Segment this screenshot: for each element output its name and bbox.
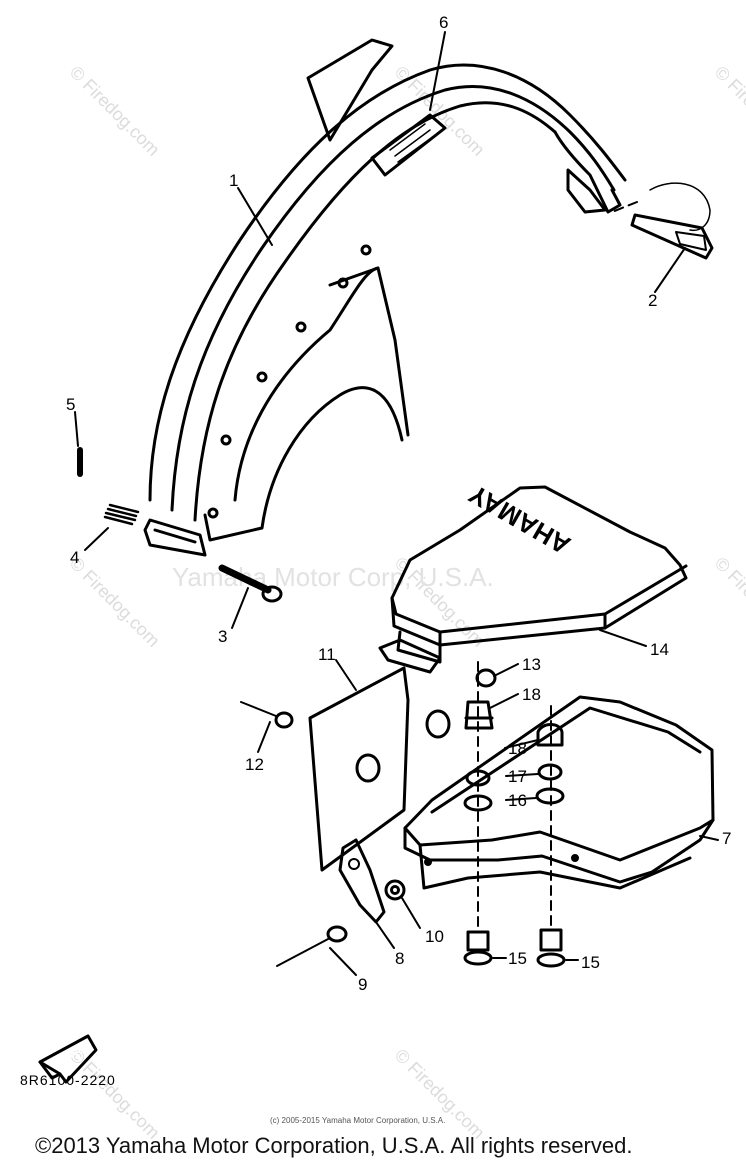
box-lid-part [378, 485, 688, 674]
callout-14: 14 [650, 640, 669, 659]
bolt-part [218, 564, 283, 603]
callout-8: 8 [395, 949, 404, 968]
fine-print: (c) 2005-2015 Yamaha Motor Corporation, … [270, 1116, 446, 1125]
leader-line-9 [329, 947, 357, 976]
callout-5: 5 [66, 395, 75, 414]
leader-line-7 [699, 835, 719, 841]
callout-15a: 15 [508, 949, 527, 968]
leader-line-12 [257, 721, 271, 753]
box-lid-logo: YAMAHA [464, 479, 576, 561]
leader-line-1 [237, 187, 273, 246]
callout-18b: 18 [508, 739, 527, 758]
leader-line-3 [231, 587, 249, 629]
callout-9: 9 [358, 975, 367, 994]
callout-2: 2 [648, 291, 657, 310]
part-code: 8R6100-2220 [20, 1072, 116, 1088]
leader-line-2 [654, 247, 686, 293]
leader-line-16 [505, 797, 537, 801]
box-base-part [403, 695, 715, 890]
copyright-notice: ©2013 Yamaha Motor Corporation, U.S.A. A… [35, 1133, 633, 1158]
leader-line-6 [429, 31, 446, 111]
alignment-lines [477, 201, 638, 933]
callout-10: 10 [425, 927, 444, 946]
bolt-part-15 [463, 928, 566, 968]
leader-line-10 [401, 897, 421, 929]
rivet-part [276, 925, 348, 967]
nut-part-13 [475, 668, 497, 688]
side-plate-part [308, 666, 410, 872]
rear-fender-part [143, 38, 627, 557]
forward-arrow-icon [38, 1034, 98, 1084]
callout-18a: 18 [522, 685, 541, 704]
callout-12: 12 [245, 755, 264, 774]
leader-line-11 [335, 659, 357, 691]
stay-bracket-part [338, 838, 386, 924]
leader-line-4 [84, 527, 109, 551]
washer-part [384, 879, 406, 901]
spring-part [103, 503, 140, 526]
callout-15b: 15 [581, 953, 600, 972]
leader-line-5 [74, 411, 79, 447]
callout-1: 1 [229, 171, 238, 190]
leader-line-14 [599, 629, 647, 647]
leader-line-13 [493, 663, 519, 677]
clip-part [630, 182, 714, 260]
washer-part-17 [537, 763, 563, 781]
cap-nut-part-18 [464, 700, 494, 730]
grommet-part [355, 753, 381, 783]
screw-part [240, 701, 294, 729]
leader-line-17 [505, 773, 539, 777]
leader-line-8 [375, 921, 395, 949]
grommet-part [425, 709, 451, 739]
leader-line-18 [489, 693, 519, 709]
callout-3: 3 [218, 627, 227, 646]
callout-4: 4 [70, 548, 79, 567]
cap-nut-part-18 [536, 723, 564, 747]
callout-7: 7 [722, 829, 731, 848]
callout-17: 17 [508, 767, 527, 786]
callout-11: 11 [318, 645, 336, 664]
label-plate-part [370, 113, 447, 177]
callout-13: 13 [522, 655, 541, 674]
callout-16: 16 [508, 791, 527, 810]
callout-6: 6 [439, 13, 448, 32]
leader-line-18b [504, 739, 539, 749]
